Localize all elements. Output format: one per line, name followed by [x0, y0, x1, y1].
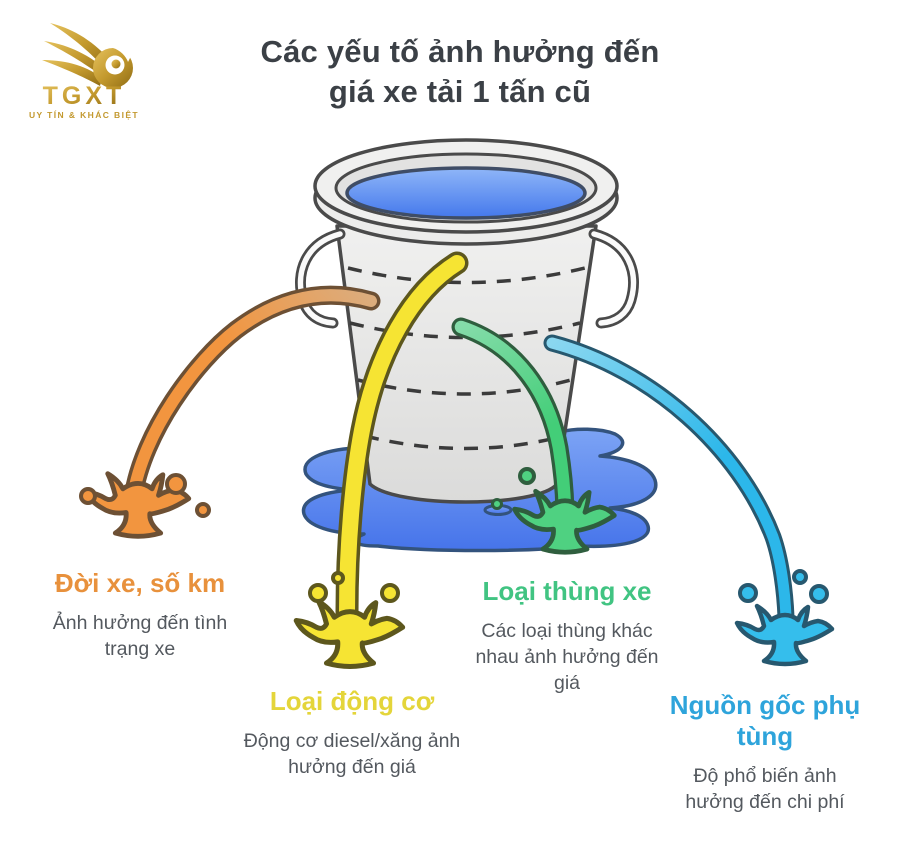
- page-title-line1: Các yếu tố ảnh hưởng đến: [260, 34, 660, 69]
- factor-description: Độ phổ biến ảnh hưởng đến chi phí: [685, 765, 845, 813]
- splash-yellow-icon: [296, 571, 402, 666]
- splash-orange-icon: [79, 474, 211, 537]
- factor-heading: Loại thùng xe: [482, 576, 652, 606]
- logo-brand-text: TGXT: [43, 82, 126, 110]
- page-title-line2: giá xe tải 1 tấn cũ: [328, 74, 592, 109]
- bucket-water: [345, 166, 587, 220]
- stream-orange: [123, 285, 381, 507]
- logo-tagline-text: UY TÍN & KHÁC BIỆT: [29, 109, 139, 120]
- factor-card-doi-xe: Đời xe, số km Ảnh hưởng đến tình trạng x…: [28, 568, 252, 662]
- page-title: Các yếu tố ảnh hưởng đến giá xe tải 1 tấ…: [180, 32, 740, 112]
- logo-group: TGXT UY TÍN & KHÁC BIỆT: [29, 23, 139, 120]
- leak-streams: [123, 251, 795, 626]
- splash-blue-icon: [737, 569, 832, 664]
- bucket-icon: [295, 138, 639, 504]
- factor-description: Các loại thùng khác nhau ảnh hưởng đến g…: [475, 620, 659, 694]
- eagle-icon: [42, 23, 133, 88]
- factor-heading: Loại động cơ: [269, 686, 435, 716]
- factor-card-thung-xe: Loại thùng xe Các loại thùng khác nhau ả…: [460, 576, 674, 696]
- factor-description: Ảnh hưởng đến tình trạng xe: [52, 612, 228, 660]
- factor-heading: Đời xe, số km: [54, 568, 226, 598]
- stream-blue: [543, 334, 795, 626]
- stream-yellow: [335, 251, 469, 624]
- factor-card-phu-tung: Nguồn gốc phụ tùng Độ phổ biến ảnh hưởng…: [666, 690, 864, 815]
- factor-card-dong-co: Loại động cơ Động cơ diesel/xăng ảnh hưở…: [240, 686, 464, 780]
- factor-description: Động cơ diesel/xăng ảnh hưởng đến giá: [243, 730, 461, 778]
- factor-heading: Nguồn gốc phụ tùng: [669, 690, 861, 751]
- stream-green: [451, 317, 575, 527]
- small-ripple: [483, 498, 513, 516]
- splash-green-icon: [515, 467, 615, 552]
